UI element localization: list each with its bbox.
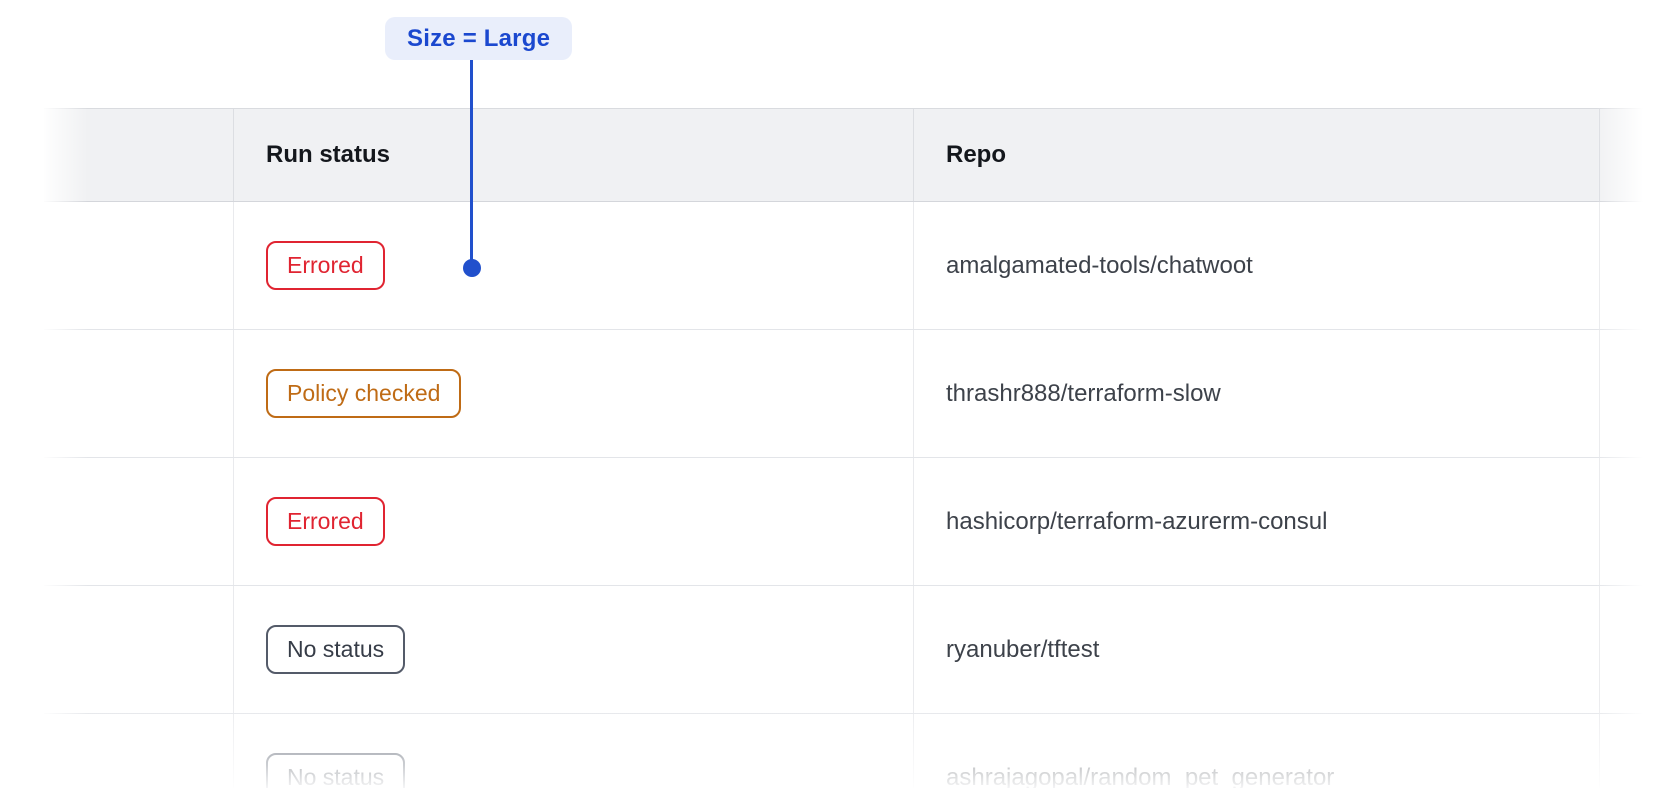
repo-name: thrashr888/terraform-slow (946, 379, 1221, 407)
annotation-connector-line (470, 60, 473, 261)
run-status-cell[interactable]: Errored (233, 202, 913, 329)
run-status-badge: Policy checked (266, 369, 462, 418)
table-row[interactable]: Errored amalgamated-tools/chatwoot (44, 202, 1672, 330)
repo-name: amalgamated-tools/chatwoot (946, 251, 1253, 279)
run-status-cell[interactable]: Policy checked (233, 330, 913, 457)
table-body: Errored amalgamated-tools/chatwoot Polic… (44, 202, 1672, 788)
spacer-cell (44, 586, 233, 713)
overflow-cell (1599, 458, 1672, 585)
table-header-row: Run status Repo (44, 108, 1672, 202)
repo-cell[interactable]: thrashr888/terraform-slow (913, 330, 1599, 457)
header-cell-spacer (44, 109, 233, 201)
size-large-annotation-pill: Size = Large (385, 17, 573, 60)
run-status-cell[interactable]: No status (233, 586, 913, 713)
spacer-cell (44, 714, 233, 788)
spacer-cell (44, 330, 233, 457)
repo-cell[interactable]: ryanuber/tftest (913, 586, 1599, 713)
annotation-connector-dot (463, 259, 481, 277)
run-status-badge: No status (266, 625, 406, 674)
overflow-cell (1599, 330, 1672, 457)
overflow-cell (1599, 202, 1672, 329)
run-status-cell[interactable]: Errored (233, 458, 913, 585)
run-status-badge: Errored (266, 497, 385, 546)
run-status-badge: Errored (266, 241, 385, 290)
table-row[interactable]: No status ashrajagopal/random_pet_genera… (44, 714, 1672, 788)
repo-name: ashrajagopal/random_pet_generator (946, 763, 1335, 788)
table-row[interactable]: No status ryanuber/tftest (44, 586, 1672, 714)
repo-name: ryanuber/tftest (946, 635, 1100, 663)
spacer-cell (44, 202, 233, 329)
spacer-cell (44, 458, 233, 585)
repo-cell[interactable]: amalgamated-tools/chatwoot (913, 202, 1599, 329)
repo-name: hashicorp/terraform-azurerm-consul (946, 507, 1328, 535)
table-row[interactable]: Policy checked thrashr888/terraform-slow (44, 330, 1672, 458)
runs-table: Run status Repo Errored amalgamated-tool… (44, 108, 1672, 788)
run-status-cell[interactable]: No status (233, 714, 913, 788)
run-status-badge: No status (266, 753, 406, 788)
table-row[interactable]: Errored hashicorp/terraform-azurerm-cons… (44, 458, 1672, 586)
repo-cell[interactable]: ashrajagopal/random_pet_generator (913, 714, 1599, 788)
header-cell-run-status[interactable]: Run status (233, 109, 913, 201)
overflow-cell (1599, 586, 1672, 713)
header-cell-overflow (1599, 109, 1672, 201)
repo-cell[interactable]: hashicorp/terraform-azurerm-consul (913, 458, 1599, 585)
overflow-cell (1599, 714, 1672, 788)
header-cell-repo[interactable]: Repo (913, 109, 1599, 201)
